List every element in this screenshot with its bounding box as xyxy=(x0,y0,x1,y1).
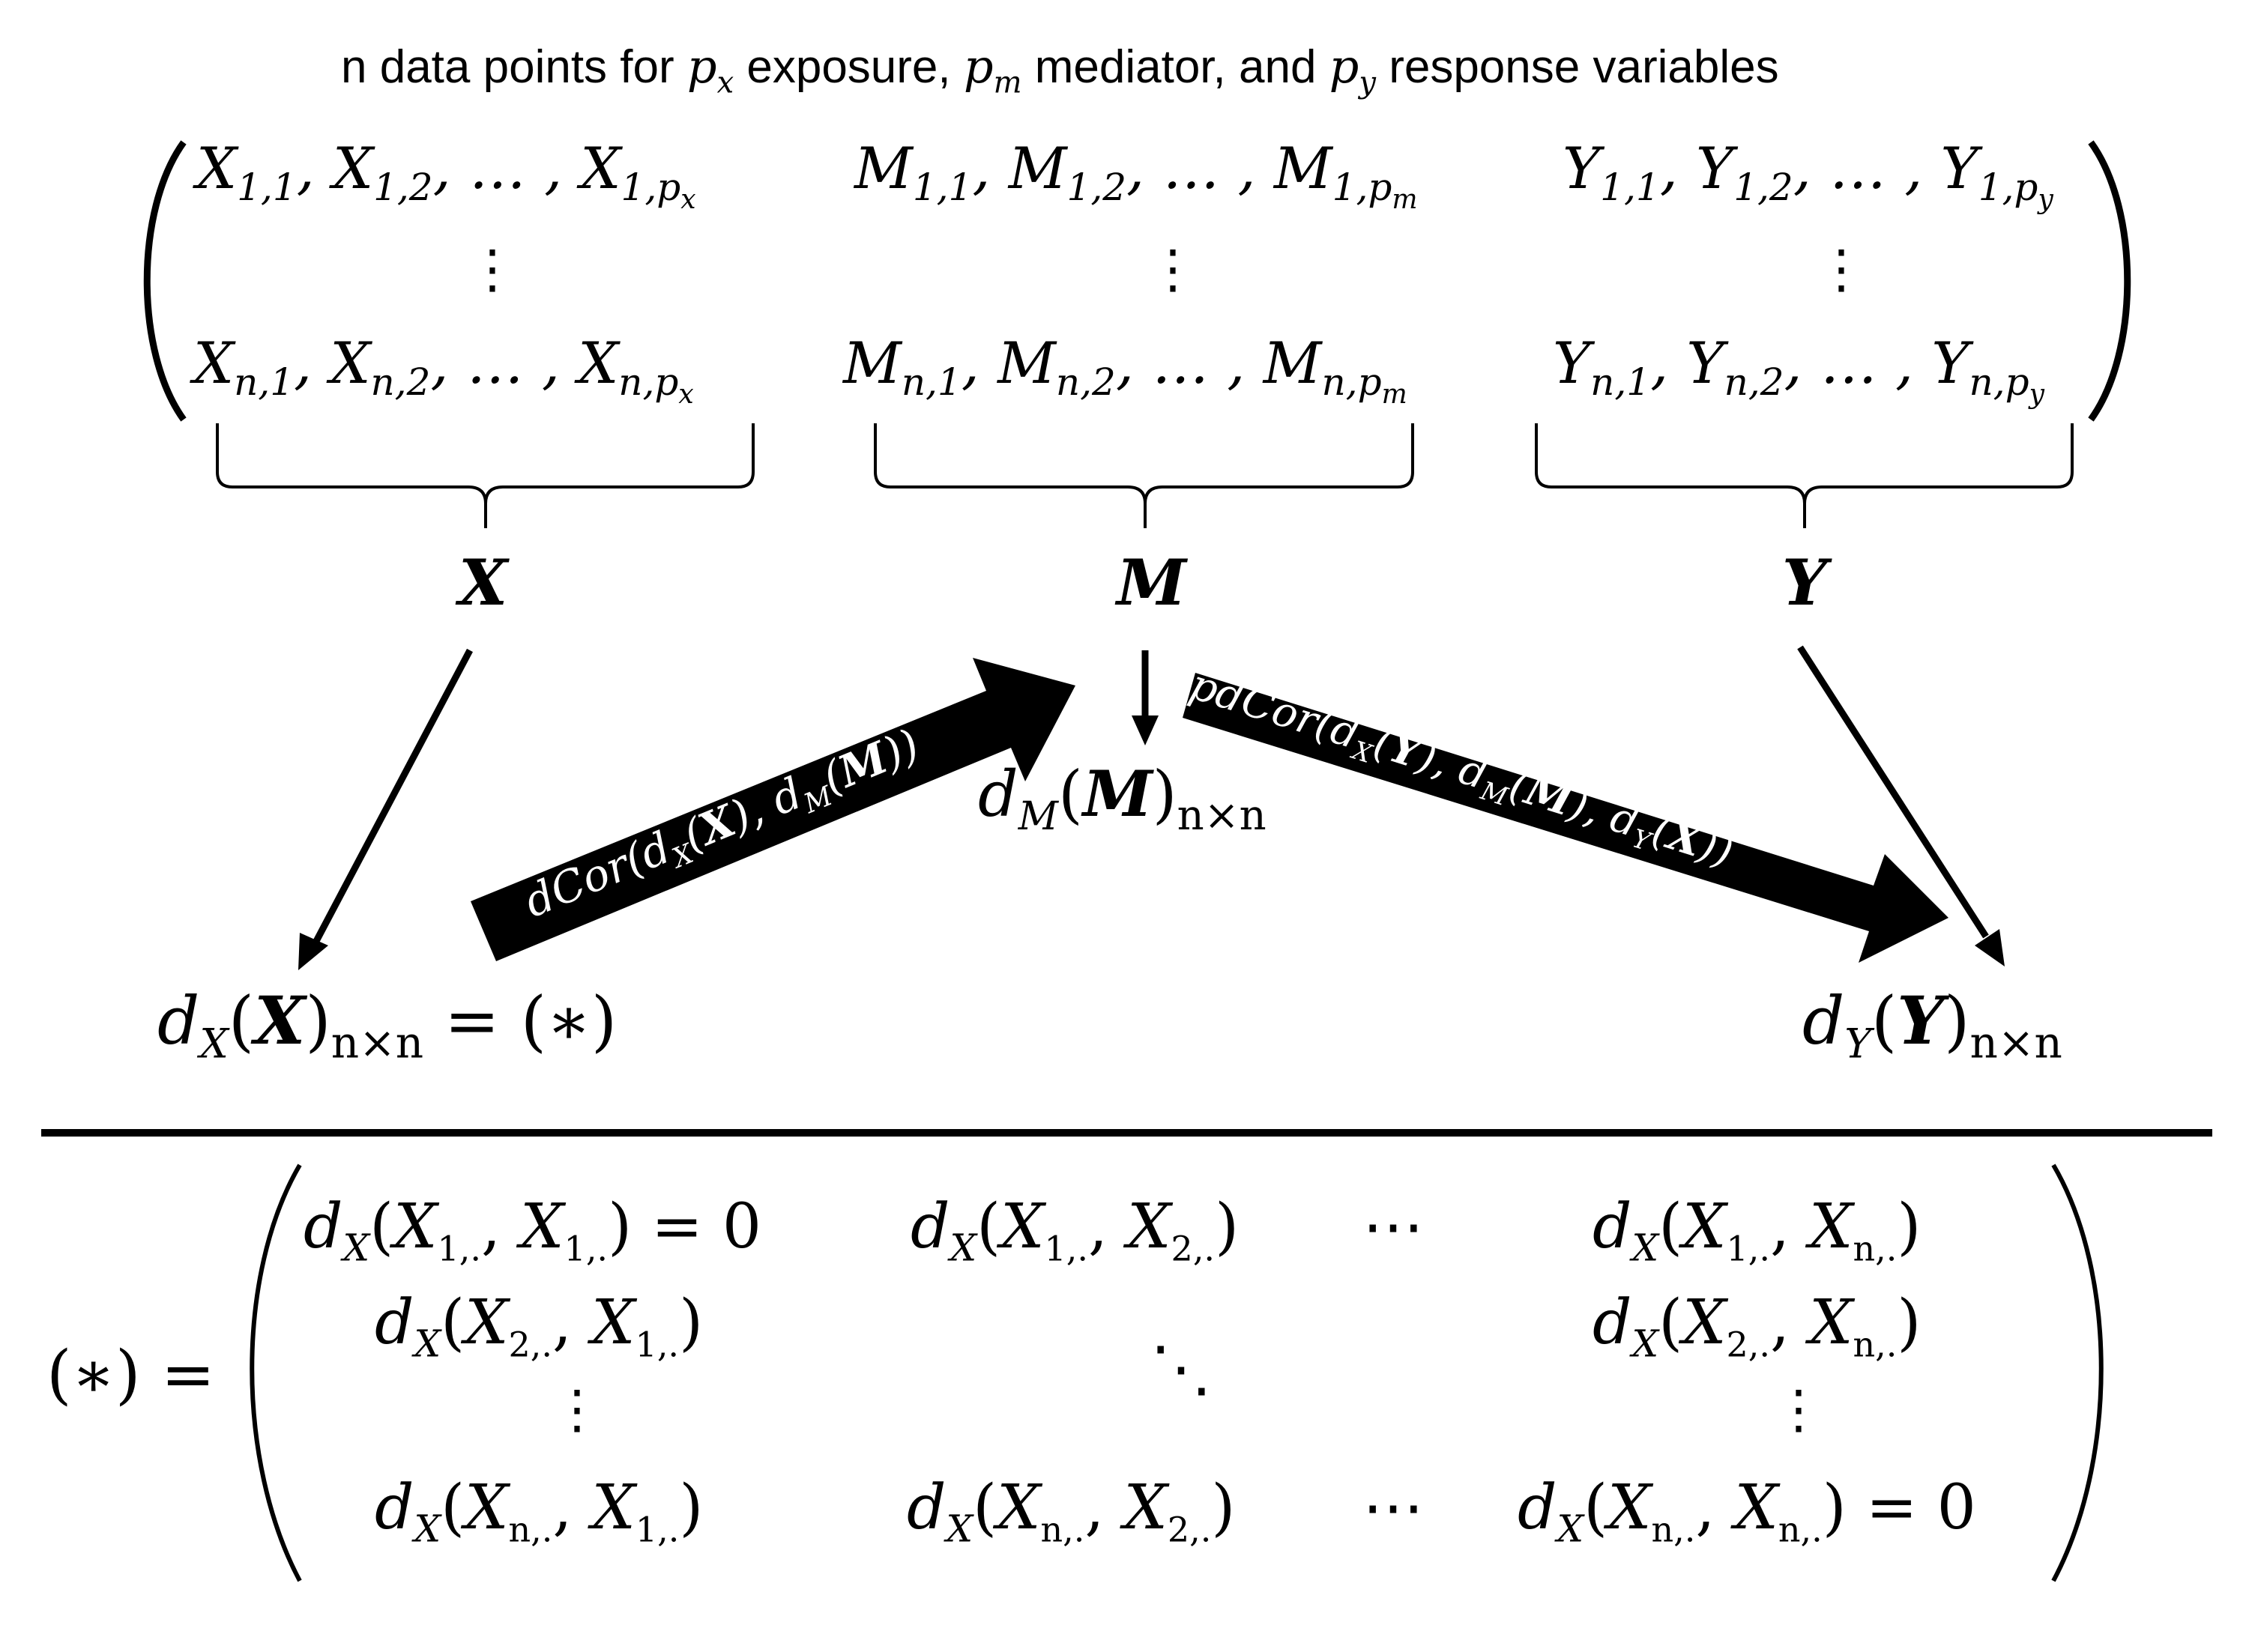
left-paren-top-matrix xyxy=(143,140,187,422)
star-r2c1: dX(X2,., X1,.) xyxy=(375,1287,704,1366)
m-last-row: Mn,1, Mn,2, … , Mn,pm xyxy=(843,330,1407,411)
star-r4c4: dX(Xn,., Xn,.) = 0 xyxy=(1518,1472,1976,1551)
star-r2c4: dX(X2,., Xn,.) xyxy=(1593,1287,1922,1366)
title: n data points for px exposure, pm mediat… xyxy=(341,39,1779,100)
star-r1c1: dX(X1,., X1,.) = 0 xyxy=(304,1191,762,1270)
star-r1c4: dX(X1,., Xn,.) xyxy=(1593,1191,1922,1270)
star-r1c3: ⋯ xyxy=(1362,1191,1424,1262)
y-vdots: ⋮ xyxy=(1815,238,1868,300)
star-vdots-right: ⋮ xyxy=(1772,1379,1825,1440)
brace-m xyxy=(874,423,1414,528)
arrow-x-to-dx-head xyxy=(298,933,328,970)
right-paren-star-matrix xyxy=(2051,1164,2104,1582)
x-first-row: X1,1, X1,2, … , X1,px xyxy=(196,135,696,216)
arrow-x-to-dx xyxy=(312,648,473,946)
arrow-y-to-dy-head xyxy=(1975,929,2005,966)
group-label-m: M xyxy=(1117,545,1186,620)
group-label-y: Y xyxy=(1782,545,1827,620)
brace-x xyxy=(216,423,755,528)
y-first-row: Y1,1, Y1,2, … , Y1,py xyxy=(1563,135,2053,216)
arrow-m-to-dm-head xyxy=(1132,715,1159,745)
star-ddots: ⋱ xyxy=(1150,1334,1212,1405)
arrow-y-to-dy xyxy=(1797,645,1989,939)
x-vdots: ⋮ xyxy=(466,238,519,300)
star-vdots-left: ⋮ xyxy=(551,1379,603,1440)
dcor-arrow-shape xyxy=(471,658,1075,961)
star-matrix-lhs: (∗) = xyxy=(46,1337,215,1412)
star-r4c3: ⋯ xyxy=(1362,1472,1424,1543)
group-label-x: X xyxy=(459,545,508,620)
left-paren-star-matrix xyxy=(250,1164,302,1582)
y-last-row: Yn,1, Yn,2, … , Yn,py xyxy=(1553,330,2044,411)
dm-matrix-label: dM(M)n×n xyxy=(978,757,1267,840)
star-r4c1: dX(Xn,., X1,.) xyxy=(375,1472,704,1551)
m-first-row: M1,1, M1,2, … , M1,pm xyxy=(854,135,1418,216)
dy-matrix-label: dY(Y)n×n xyxy=(1802,981,2062,1068)
brace-y xyxy=(1535,423,2074,528)
title-part1: n data points for xyxy=(341,41,687,93)
star-r1c2: dX(X1,., X2,.) xyxy=(911,1191,1240,1270)
x-last-row: Xn,1, Xn,2, … , Xn,px xyxy=(193,330,694,411)
m-vdots: ⋮ xyxy=(1147,238,1199,300)
right-paren-top-matrix xyxy=(2088,140,2131,422)
dx-matrix-label: dX(X)n×n = (∗) xyxy=(157,981,618,1068)
star-r4c2: dX(Xn,., X2,.) xyxy=(907,1472,1236,1551)
pdcor-arrow-shape xyxy=(1183,673,1948,963)
